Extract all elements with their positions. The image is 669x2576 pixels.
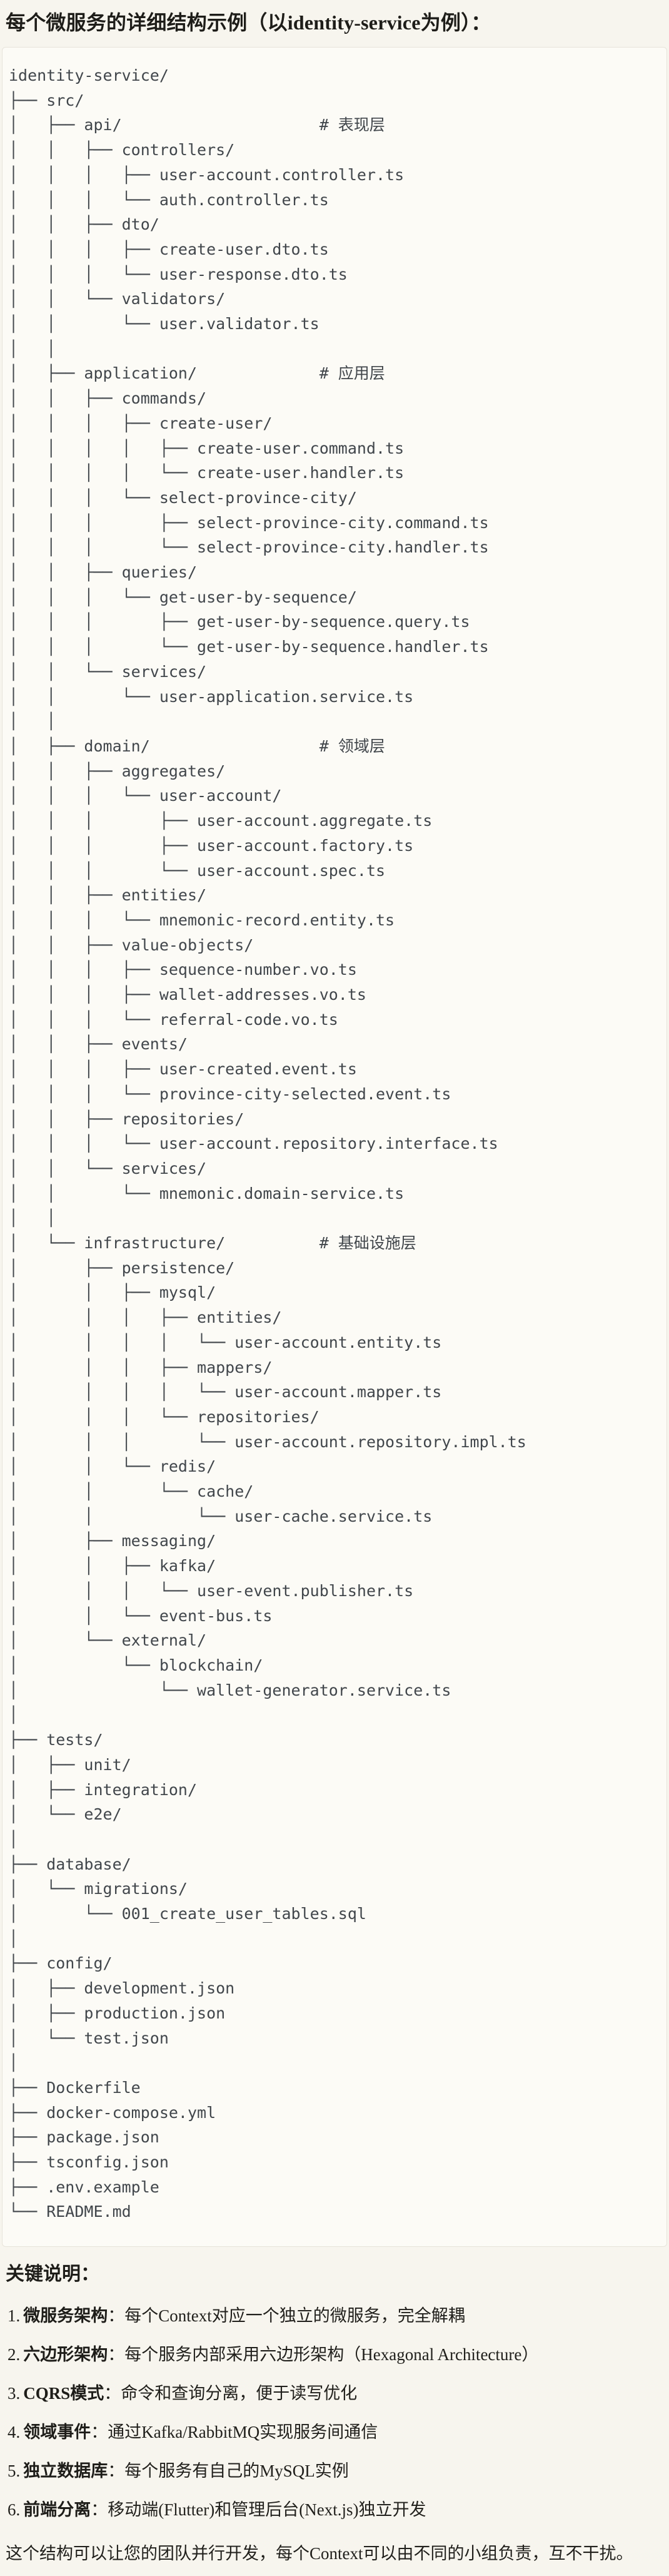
note-item-number: 2.	[8, 2345, 21, 2365]
note-item-label: 六边形架构	[23, 2345, 108, 2365]
note-item: 1.微服务架构：每个Context对应一个独立的微服务，完全解耦	[6, 2304, 660, 2327]
note-item-number: 3.	[8, 2384, 21, 2403]
file-tree-code-block: identity-service/ ├── src/ │ ├── api/ # …	[2, 47, 667, 2248]
note-item-text: ：每个Context对应一个独立的微服务，完全解耦	[108, 2306, 465, 2326]
note-item: 2.六边形架构：每个服务内部采用六边形架构（Hexagonal Architec…	[6, 2343, 660, 2366]
page-title: 每个微服务的详细结构示例（以identity-service为例）：	[6, 11, 491, 34]
note-item-text: ：通过Kafka/RabbitMQ实现服务间通信	[91, 2423, 378, 2442]
notes-heading: 关键说明：	[6, 2264, 99, 2285]
note-item: 3.CQRS模式：命令和查询分离，便于读写优化	[6, 2382, 660, 2405]
note-item: 4.领域事件：通过Kafka/RabbitMQ实现服务间通信	[6, 2421, 660, 2443]
note-item-text: ：每个服务有自己的MySQL实例	[108, 2461, 349, 2481]
note-item-text: ：移动端(Flutter)和管理后台(Next.js)独立开发	[91, 2500, 426, 2520]
closing-paragraph: 这个结构可以让您的团队并行开发，每个Context可以由不同的小组负责，互不干扰…	[6, 2544, 633, 2563]
note-item-label: CQRS模式	[23, 2384, 104, 2403]
page-header: 每个微服务的详细结构示例（以identity-service为例）：	[0, 0, 669, 47]
note-item-label: 独立数据库	[23, 2461, 108, 2481]
note-item: 5.独立数据库：每个服务有自己的MySQL实例	[6, 2460, 660, 2482]
notes-section: 关键说明： 1.微服务架构：每个Context对应一个独立的微服务，完全解耦 2…	[0, 2247, 669, 2576]
note-item-number: 6.	[8, 2500, 21, 2520]
file-tree-text: identity-service/ ├── src/ │ ├── api/ # …	[9, 66, 526, 2221]
note-item-text: ：每个服务内部采用六边形架构（Hexagonal Architecture）	[108, 2345, 539, 2365]
note-item-number: 1.	[8, 2306, 21, 2326]
note-item-label: 领域事件	[23, 2423, 91, 2442]
note-item-label: 前端分离	[23, 2500, 91, 2520]
note-item-label: 微服务架构	[23, 2306, 108, 2326]
note-item-number: 4.	[8, 2423, 21, 2442]
note-item: 6.前端分离：移动端(Flutter)和管理后台(Next.js)独立开发	[6, 2498, 660, 2521]
note-item-text: ：命令和查询分离，便于读写优化	[104, 2384, 358, 2403]
note-item-number: 5.	[8, 2461, 21, 2481]
